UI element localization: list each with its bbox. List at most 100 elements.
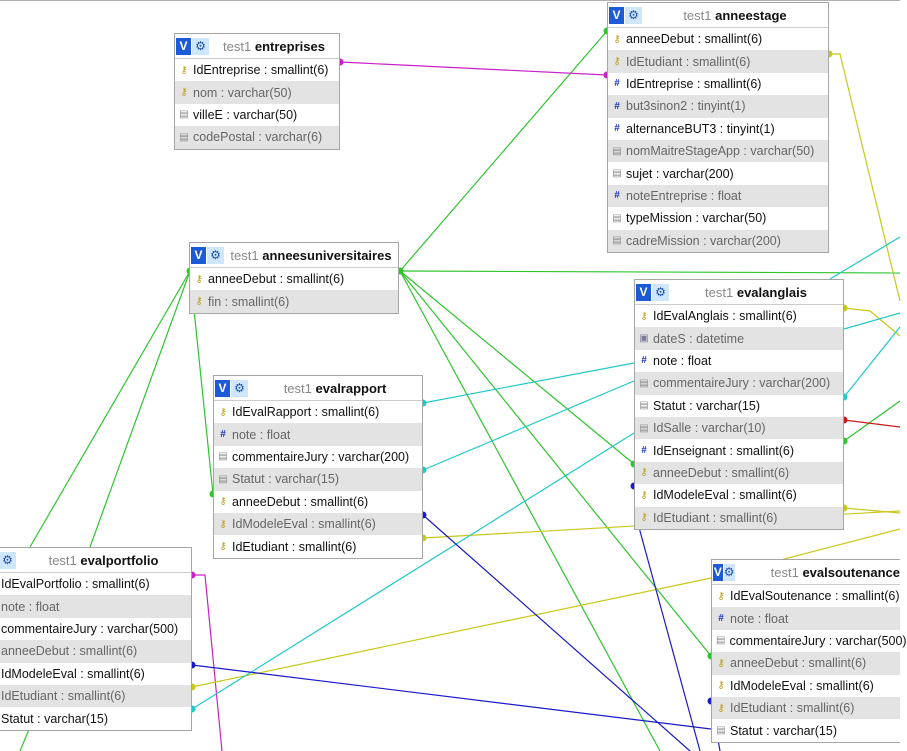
column-row[interactable]: ▤commentaireJury : varchar(200) (214, 446, 422, 468)
column-row[interactable]: ▣dateS : datetime (635, 327, 843, 350)
column-row[interactable]: #note : float (214, 423, 422, 446)
column-row[interactable]: #but3sinon2 : tinyint(1) (608, 95, 828, 118)
column-row[interactable]: ⚷anneeDebut : smallint(6) (190, 268, 398, 290)
table-header[interactable]: V ⚙ test1 evalanglais (635, 280, 843, 305)
column-row[interactable]: ⚷IdModeleEval : smallint(6) (214, 512, 422, 536)
table-evalanglais[interactable]: V ⚙ test1 evalanglais ⚷IdEvalAnglais : s… (634, 279, 844, 530)
gear-icon[interactable]: ⚙ (723, 563, 735, 581)
toggle-view-button[interactable]: V (215, 379, 230, 397)
relation-line[interactable] (89, 270, 191, 548)
column-row[interactable]: ▤commentaireJury : varchar(500) (712, 630, 907, 652)
column-row[interactable]: ⚷IdEtudiant : smallint(6) (635, 506, 843, 529)
column-row[interactable]: #noteEntreprise : float (608, 184, 828, 208)
table-evalsoutenance[interactable]: V ⚙ test1 evalsoutenance ⚷IdEvalSoutenan… (711, 559, 907, 743)
column-row[interactable]: ▤Statut : varchar(15) (214, 468, 422, 491)
relation-line[interactable] (399, 270, 712, 657)
column-row[interactable]: #IdEnseignant : smallint(6) (635, 439, 843, 461)
relation-line[interactable] (399, 270, 901, 274)
relation-line[interactable] (422, 362, 635, 404)
column-row[interactable]: ⚷nom : varchar(50) (175, 81, 339, 104)
table-header[interactable]: V ⚙ test1 anneestage (608, 3, 828, 28)
relation-line[interactable] (339, 61, 608, 76)
column-row[interactable]: IdEvalPortfolio : smallint(6) (0, 573, 191, 595)
column-row[interactable]: note : float (0, 595, 191, 618)
relation-line[interactable] (191, 664, 712, 730)
toggle-view-button[interactable]: V (636, 283, 651, 301)
column-row[interactable]: ⚷IdEvalSoutenance : smallint(6) (712, 585, 900, 607)
column-row[interactable]: IdModeleEval : smallint(6) (0, 663, 191, 685)
column-row[interactable]: ⚷IdEtudiant : smallint(6) (712, 696, 900, 720)
relation-line[interactable] (422, 514, 691, 751)
relation-line[interactable] (843, 507, 901, 514)
relation-line[interactable] (843, 419, 901, 428)
column-row[interactable]: ▤villeE : varchar(50) (175, 104, 339, 126)
column-row[interactable]: ⚷IdEtudiant : smallint(6) (214, 535, 422, 557)
column-row[interactable]: ▤cadreMission : varchar(200) (608, 229, 828, 252)
column-row[interactable]: ⚷anneeDebut : smallint(6) (635, 461, 843, 485)
column-row[interactable]: ⚷IdEntreprise : smallint(6) (175, 59, 339, 81)
column-row[interactable]: IdEtudiant : smallint(6) (0, 684, 191, 708)
gear-icon[interactable]: ⚙ (625, 6, 642, 24)
column-row[interactable]: ⚷IdEtudiant : smallint(6) (608, 50, 828, 73)
column-row[interactable]: #IdEntreprise : smallint(6) (608, 73, 828, 95)
column-row[interactable]: ⚷IdEvalRapport : smallint(6) (214, 401, 422, 423)
gear-icon[interactable]: ⚙ (652, 283, 669, 301)
column-row[interactable]: ▤IdSalle : varchar(10) (635, 416, 843, 440)
column-row[interactable]: ⚷anneeDebut : smallint(6) (712, 652, 900, 675)
table-header[interactable]: ⚙ test1 evalportfolio (0, 548, 191, 573)
table-anneesuniversitaires[interactable]: V ⚙ test1 anneesuniversitaires ⚷anneeDeb… (189, 242, 399, 314)
gear-icon[interactable]: ⚙ (0, 551, 16, 569)
table-header[interactable]: V ⚙ test1 anneesuniversitaires (190, 243, 398, 268)
relation-line[interactable] (29, 270, 191, 548)
table-header[interactable]: V ⚙ test1 evalrapport (214, 376, 422, 401)
table-header[interactable]: V ⚙ test1 evalsoutenance (712, 560, 900, 585)
table-entreprises[interactable]: V ⚙ test1 entreprises ⚷IdEntreprise : sm… (174, 33, 340, 150)
relation-line[interactable] (422, 380, 635, 471)
column-row[interactable]: ⚷fin : smallint(6) (190, 290, 398, 313)
relation-line[interactable] (843, 307, 901, 337)
column-row[interactable]: #note : float (712, 607, 900, 630)
column-row[interactable]: #note : float (635, 350, 843, 372)
relation-line[interactable] (829, 53, 901, 302)
relation-line[interactable] (843, 400, 901, 442)
gear-icon[interactable]: ⚙ (192, 37, 209, 55)
column-list: IdEvalPortfolio : smallint(6)note : floa… (0, 573, 191, 730)
gear-icon[interactable]: ⚙ (231, 379, 248, 397)
relation-line[interactable] (19, 726, 31, 751)
table-evalrapport[interactable]: V ⚙ test1 evalrapport ⚷IdEvalRapport : s… (213, 375, 423, 559)
column-row[interactable]: ⚷IdModeleEval : smallint(6) (712, 675, 900, 697)
relation-line[interactable] (399, 30, 608, 272)
relation-line[interactable] (843, 326, 901, 398)
column-row[interactable]: commentaireJury : varchar(500) (0, 618, 191, 640)
relation-line[interactable] (399, 270, 661, 751)
toggle-view-button[interactable]: V (176, 37, 191, 55)
column-row[interactable]: Statut : varchar(15) (0, 707, 191, 729)
column-row[interactable]: ⚷IdModeleEval : smallint(6) (635, 484, 843, 506)
column-row[interactable]: ▤nomMaitreStageApp : varchar(50) (608, 139, 828, 163)
toggle-view-button[interactable]: V (191, 246, 206, 264)
toggle-view-button[interactable]: V (609, 6, 624, 24)
column-row[interactable]: ⚷IdEvalAnglais : smallint(6) (635, 305, 843, 327)
column-row[interactable]: ▤sujet : varchar(200) (608, 162, 828, 184)
column-row[interactable]: ▤Statut : varchar(15) (635, 395, 843, 417)
toggle-view-button[interactable]: V (713, 563, 723, 581)
relation-line[interactable] (399, 270, 635, 465)
column-row[interactable]: ▤commentaireJury : varchar(200) (635, 372, 843, 395)
column-row[interactable]: #alternanceBUT3 : tinyint(1) (608, 118, 828, 140)
relation-line[interactable] (843, 312, 901, 330)
table-header[interactable]: V ⚙ test1 entreprises (175, 34, 339, 59)
table-evalportfolio[interactable]: ⚙ test1 evalportfolio IdEvalPortfolio : … (0, 547, 192, 731)
relation-line[interactable] (191, 577, 712, 688)
relation-line[interactable] (192, 574, 223, 751)
column-row[interactable]: anneeDebut : smallint(6) (0, 640, 191, 663)
column-row[interactable]: ⚷anneeDebut : smallint(6) (608, 28, 828, 50)
relation-line[interactable] (191, 432, 635, 710)
column-row[interactable]: ▤Statut : varchar(15) (712, 719, 900, 741)
column-row[interactable]: ▤codePostal : varchar(6) (175, 126, 339, 149)
column-row[interactable]: ▤typeMission : varchar(50) (608, 207, 828, 229)
gear-icon[interactable]: ⚙ (207, 246, 224, 264)
column-row[interactable]: ⚷anneeDebut : smallint(6) (214, 491, 422, 513)
relation-line[interactable] (829, 236, 901, 280)
table-anneestage[interactable]: V ⚙ test1 anneestage ⚷anneeDebut : small… (607, 2, 829, 253)
